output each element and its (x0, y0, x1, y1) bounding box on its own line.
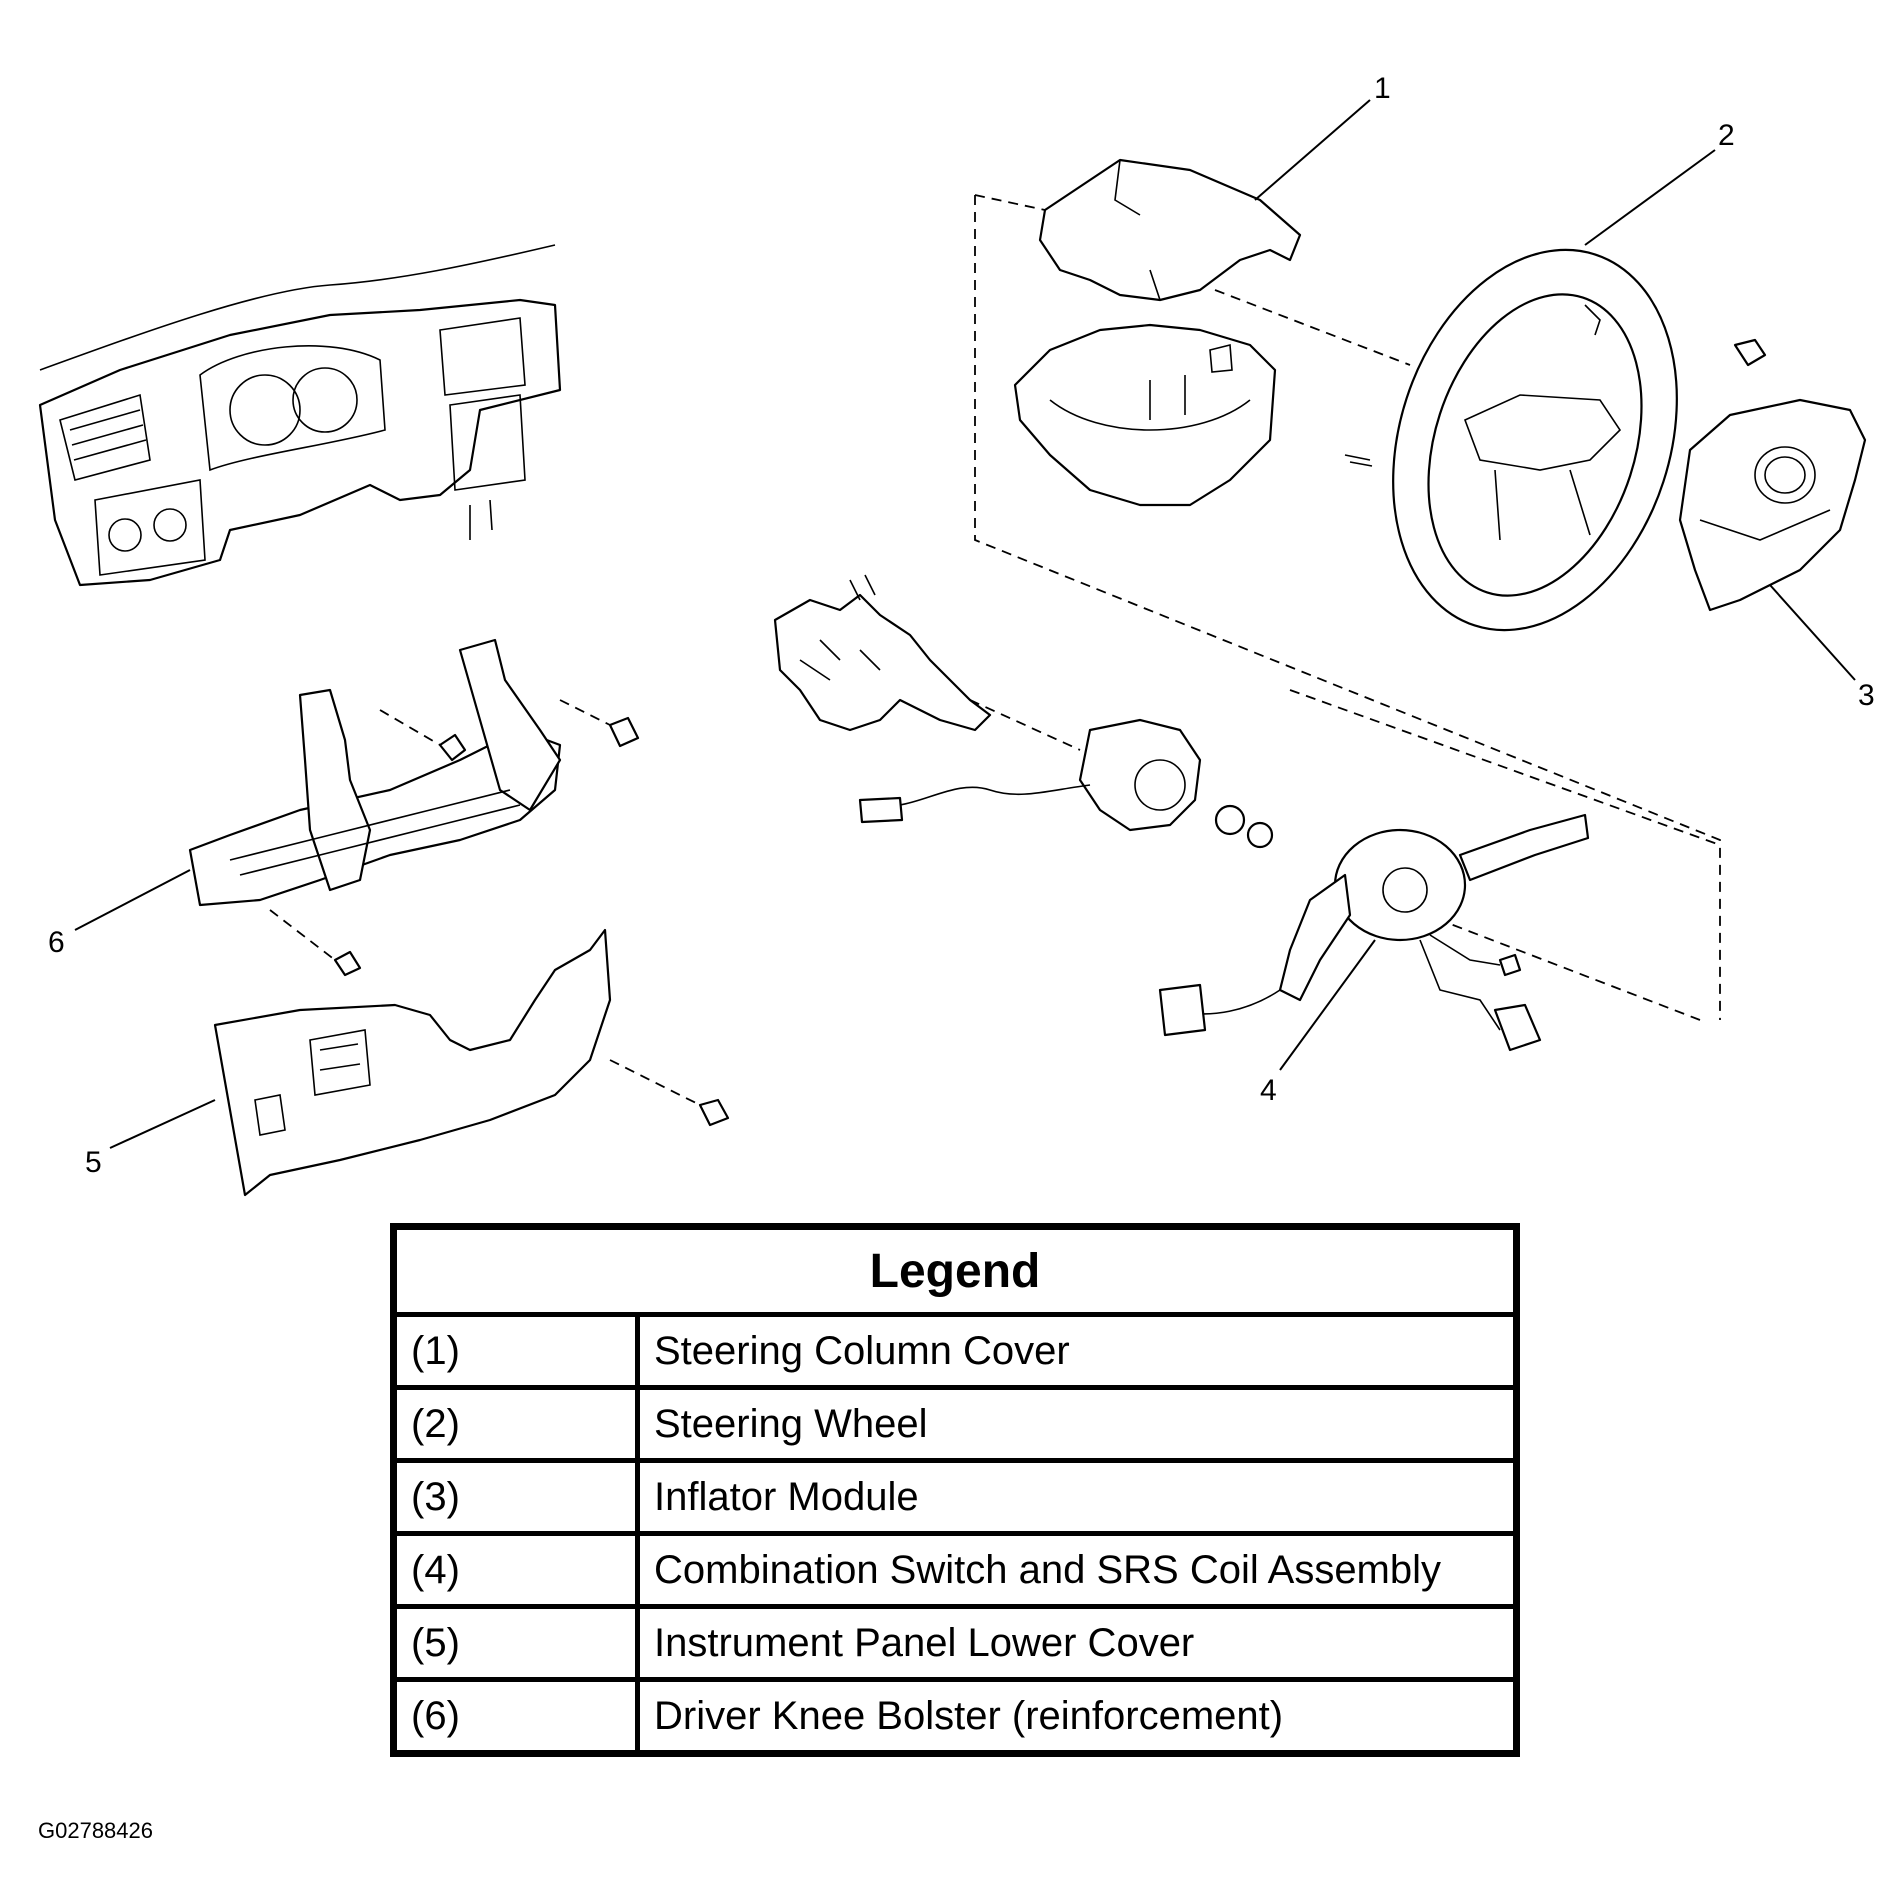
legend-row-description: Driver Knee Bolster (reinforcement) (635, 1677, 1519, 1756)
exploded-view-boundary (974, 194, 1046, 211)
legend-title: Legend (391, 1224, 1519, 1317)
legend-row: (2) Steering Wheel (391, 1385, 1519, 1463)
legend-row-number: (1) (391, 1312, 640, 1390)
legend-row-description: Instrument Panel Lower Cover (635, 1604, 1519, 1682)
knee-bolster-illustration (188, 638, 640, 977)
leader-line-3 (1769, 584, 1856, 681)
inflator-module-illustration (1678, 398, 1867, 612)
exploded-view-diagram: 1 2 3 4 5 6 (38, 72, 1875, 1197)
legend-header-row: Legend (391, 1224, 1519, 1317)
callout-6: 6 (48, 926, 65, 959)
leader-line-1 (1254, 99, 1371, 201)
callout-1: 1 (1374, 72, 1391, 105)
legend-row-description: Steering Column Cover (635, 1312, 1519, 1390)
ignition-switch-illustration (858, 718, 1274, 849)
steering-column-cover-illustration (1013, 158, 1302, 507)
legend-row-number: (5) (391, 1604, 640, 1682)
leader-line-4 (1279, 939, 1376, 1071)
legend-row-description: Inflator Module (635, 1458, 1519, 1536)
leader-line-6 (74, 869, 191, 931)
leader-line-5 (109, 1099, 216, 1149)
legend-row: (4) Combination Switch and SRS Coil Asse… (391, 1531, 1519, 1609)
callout-4: 4 (1260, 1074, 1277, 1107)
legend-table: Legend (1) Steering Column Cover (2) Ste… (390, 1223, 1520, 1757)
legend-row: (5) Instrument Panel Lower Cover (391, 1604, 1519, 1682)
legend-row: (6) Driver Knee Bolster (reinforcement) (391, 1677, 1519, 1756)
callout-5: 5 (85, 1146, 102, 1179)
legend-row-number: (2) (391, 1385, 640, 1463)
legend-row-description: Steering Wheel (635, 1385, 1519, 1463)
instrument-panel-illustration (38, 244, 562, 587)
steering-wheel-illustration (1344, 248, 1767, 632)
legend-row-description: Combination Switch and SRS Coil Assembly (635, 1531, 1519, 1609)
figure-id: G02788426 (38, 1818, 153, 1843)
exploded-view-boundary-left (974, 195, 1721, 1020)
lower-cover-illustration (213, 928, 730, 1197)
steering-column-illustration (773, 574, 992, 732)
callout-2: 2 (1718, 119, 1735, 152)
legend-row: (1) Steering Column Cover (391, 1312, 1519, 1390)
legend-row-number: (3) (391, 1458, 640, 1536)
legend-row: (3) Inflator Module (391, 1458, 1519, 1536)
callout-3: 3 (1858, 679, 1875, 712)
legend-row-number: (6) (391, 1677, 640, 1756)
combination-switch-illustration (1158, 813, 1590, 1052)
legend-row-number: (4) (391, 1531, 640, 1609)
leader-line-2 (1584, 149, 1716, 246)
